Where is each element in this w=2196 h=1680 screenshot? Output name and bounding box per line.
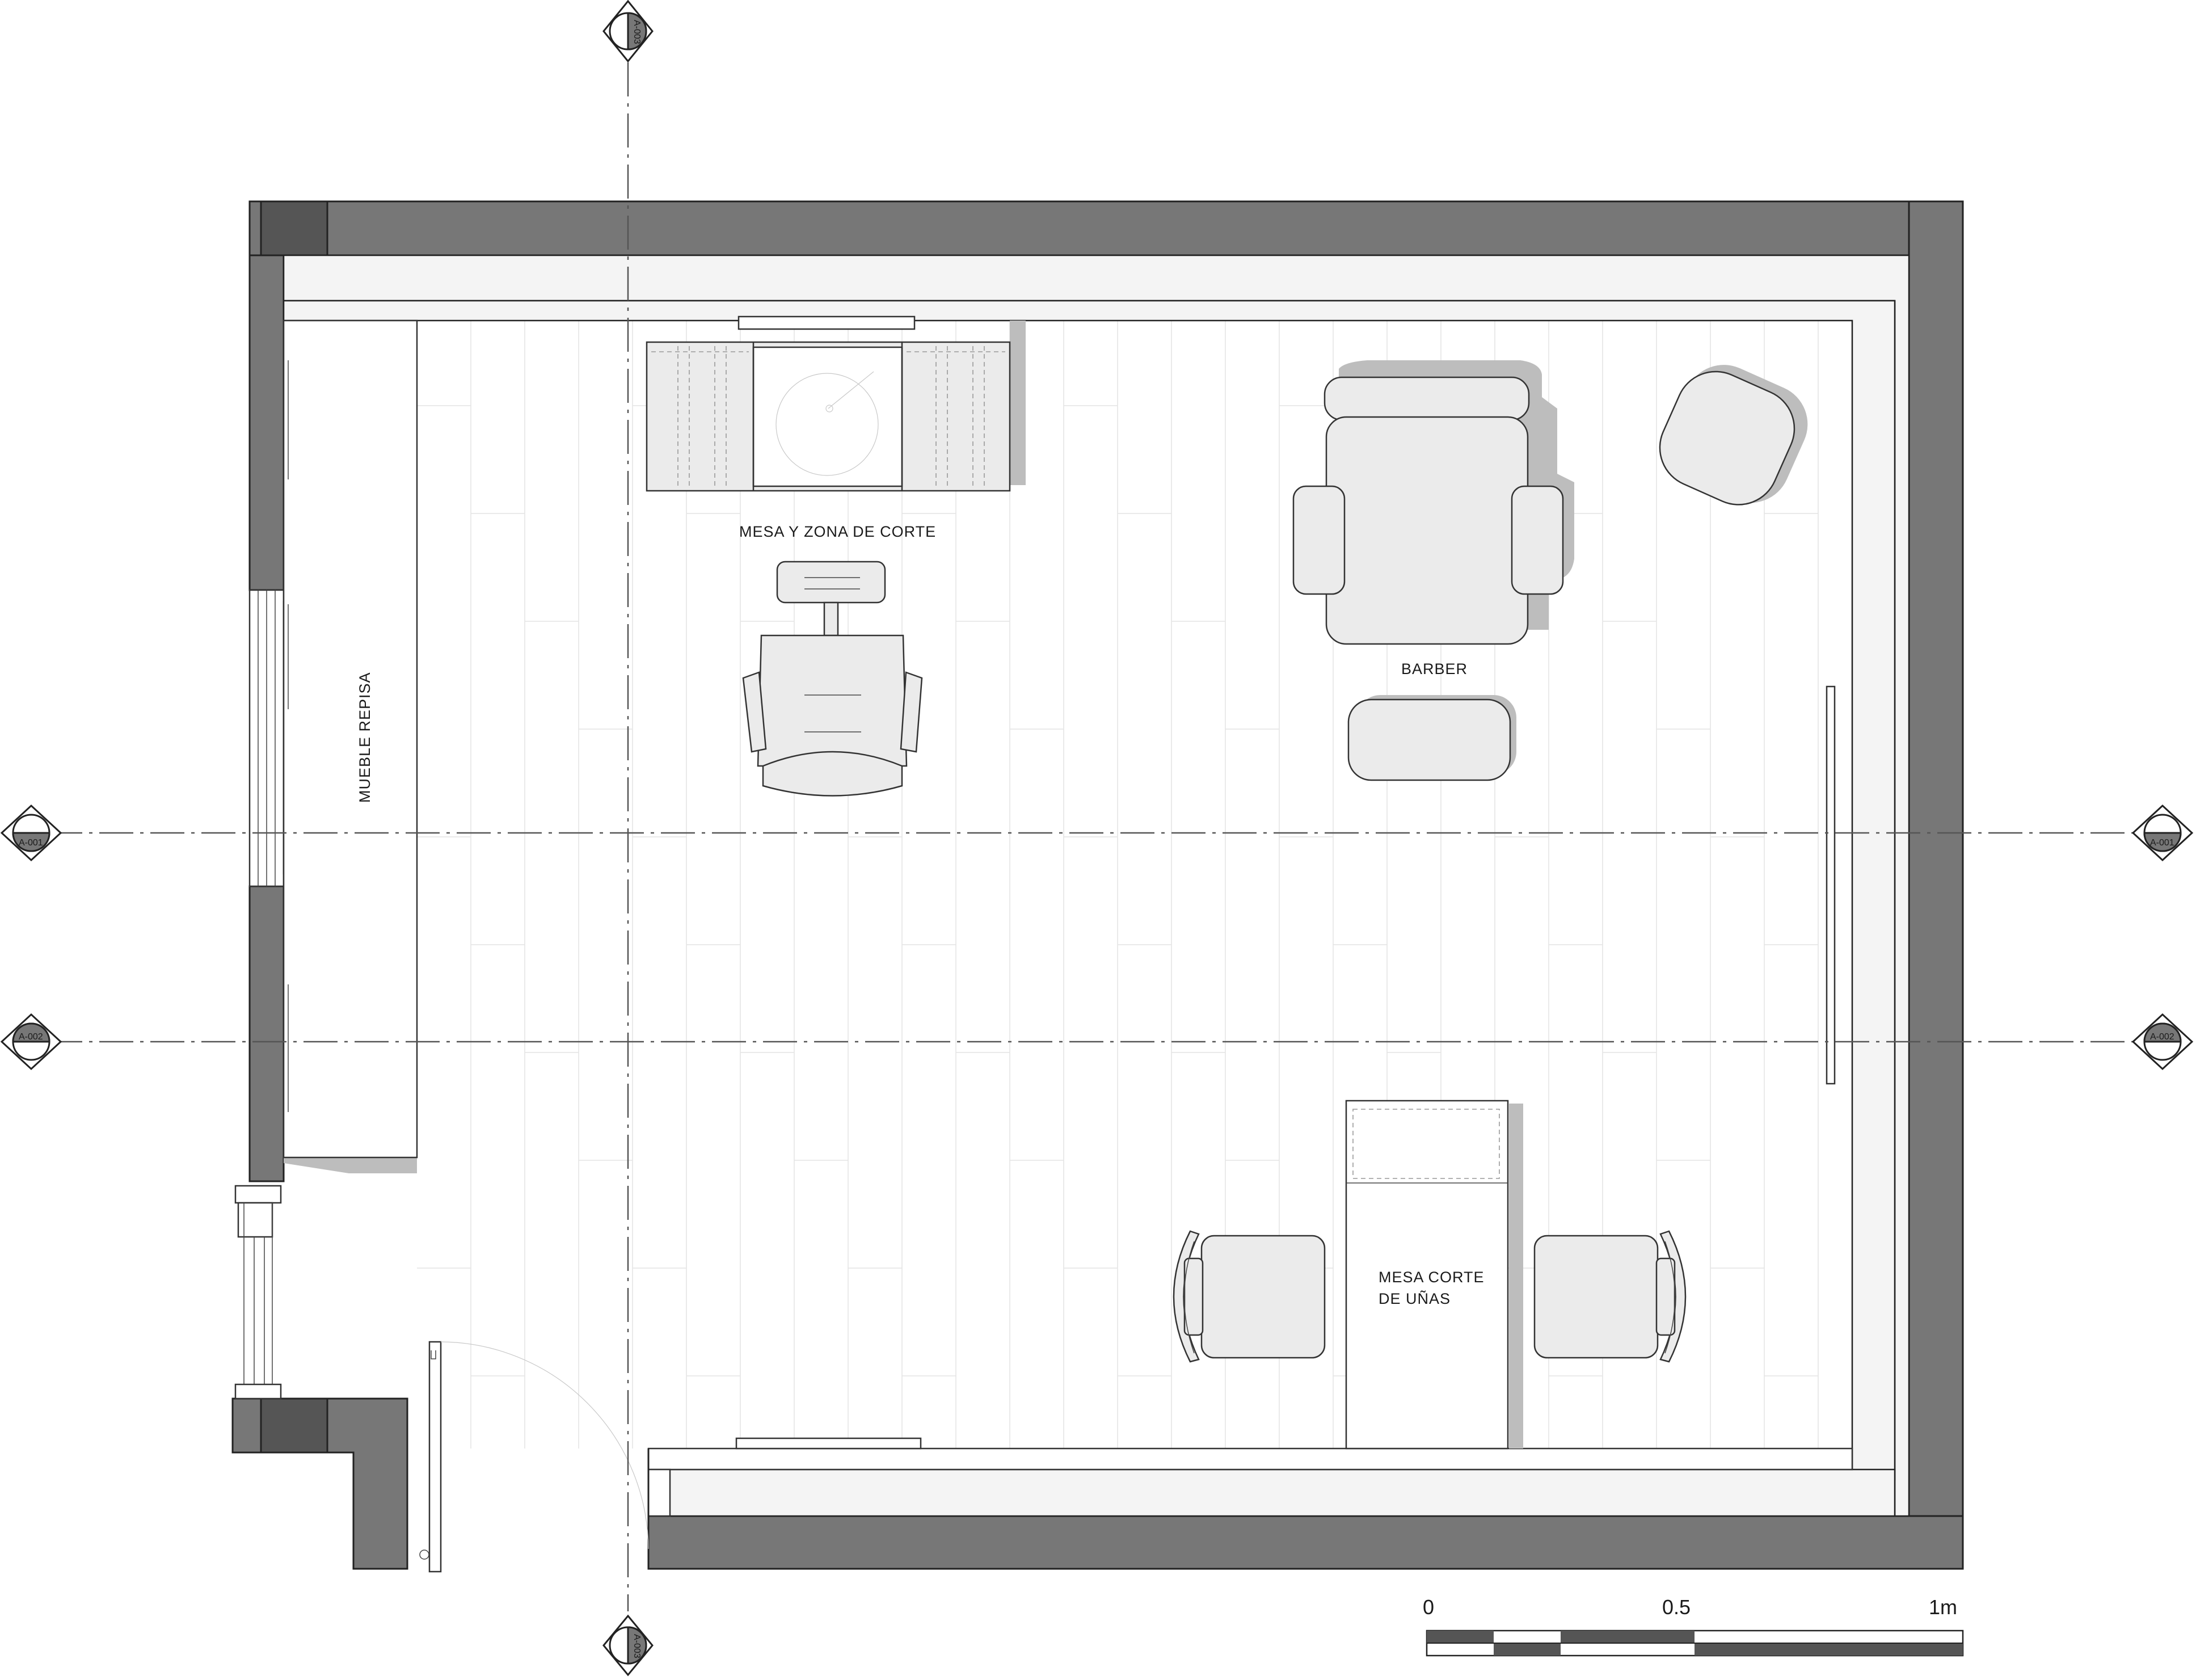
office-chair [742,561,923,797]
section-axes [48,62,2150,1611]
bottom-insulation [647,1468,1896,1517]
barber-chair-body [1325,416,1529,645]
bottom-left-column [260,1397,328,1454]
nail-table [1345,1100,1509,1450]
desk-shadow [1010,321,1026,485]
chair-front [762,751,903,797]
door-swing-arc [440,1341,649,1550]
desk-center-panel [752,346,903,487]
chair-headrest [776,561,886,604]
tag-bottom-label: A-003 [632,1634,642,1658]
nail-chair-right-arm [1655,1257,1676,1336]
label-mueble-repisa: MUEBLE REPISA [356,672,373,803]
bottom-baseboard [647,1447,1853,1471]
scale-label-end: 1m [1929,1595,1957,1619]
shelf-unit: MUEBLE REPISA [283,319,418,1173]
barber-area: BARBER [1292,360,1808,781]
scale-seg-3 [1561,1631,1695,1643]
nail-table-tray [1352,1109,1500,1179]
nail-chair-left-seat [1200,1235,1326,1359]
section-tag-bottom: A-003 [602,1614,654,1677]
top-wall [248,200,1964,256]
walls [231,200,1964,1570]
label-mesa-zona-corte: MESA Y ZONA DE CORTE [739,523,936,540]
scale-seg-1 [1427,1631,1494,1643]
nail-chair-right [1533,1230,1687,1363]
scale-seg-2 [1494,1643,1561,1656]
scale-label-0: 0 [1423,1595,1434,1619]
door-leaf [428,1341,442,1573]
bottom-wall [647,1515,1964,1570]
scale-label-mid: 0.5 [1662,1595,1691,1619]
section-tag-right-a001: A-001 [2131,804,2194,862]
tag-left-a001-label: A-001 [19,838,43,848]
nail-chair-left [1173,1230,1326,1363]
stool [1659,370,1795,506]
tag-right-a001-label: A-001 [2150,838,2174,848]
label-mesa-corte: MESA CORTE [1379,1269,1485,1286]
bottom-shelf-panel [735,1437,922,1450]
entry-door [419,1341,649,1573]
tag-right-a002-label: A-002 [2150,1032,2174,1042]
sliding-door-left [234,1185,282,1400]
nail-table-area: MESA CORTE DE UÑAS [735,1100,1687,1450]
tag-top-label: A-003 [632,20,642,44]
bottom-insulation-end [647,1468,671,1517]
nail-chair-right-seat [1533,1235,1659,1359]
sink-basin [775,373,879,476]
tag-left-a002-label: A-002 [19,1032,43,1042]
chair-neck [823,601,839,637]
insulation-layers [283,254,1910,1569]
section-tag-left-a001: A-001 [0,804,62,862]
right-wall [1908,200,1964,1570]
left-wall-upper [248,254,285,591]
door-stop [419,1550,429,1560]
scale-seg-4 [1695,1643,1963,1656]
chair-left-arm [742,671,767,753]
scale-bar: 0 0.5 1m [1423,1595,1964,1657]
label-barber: BARBER [1401,660,1468,677]
top-left-column [260,200,328,256]
barber-left-arm [1292,485,1346,595]
nail-chair-left-arm [1183,1257,1204,1336]
chair-right-arm [900,671,923,753]
sliding-door-head [237,1202,273,1238]
barber-footrest [1347,698,1511,781]
chair-seat [757,634,908,767]
desk-back-panel [737,315,916,330]
right-wall-mirror [1826,685,1836,1085]
section-tag-top: A-003 [602,0,654,63]
label-de-unas: DE UÑAS [1379,1290,1451,1307]
nail-table-shadow [1509,1104,1523,1449]
cutting-desk-area: MESA Y ZONA DE CORTE [646,315,1026,797]
sliding-door-track-bottom [234,1383,282,1400]
shelf-shadow [284,1157,417,1173]
sliding-door-track-top [234,1185,282,1204]
section-tag-left-a002: A-002 [0,1013,62,1071]
shelf-body [283,319,418,1159]
section-tag-right-a002: A-002 [2131,1013,2194,1071]
barber-headrest [1323,376,1530,421]
barber-right-arm [1511,485,1564,595]
left-wall-middle [248,885,285,1182]
